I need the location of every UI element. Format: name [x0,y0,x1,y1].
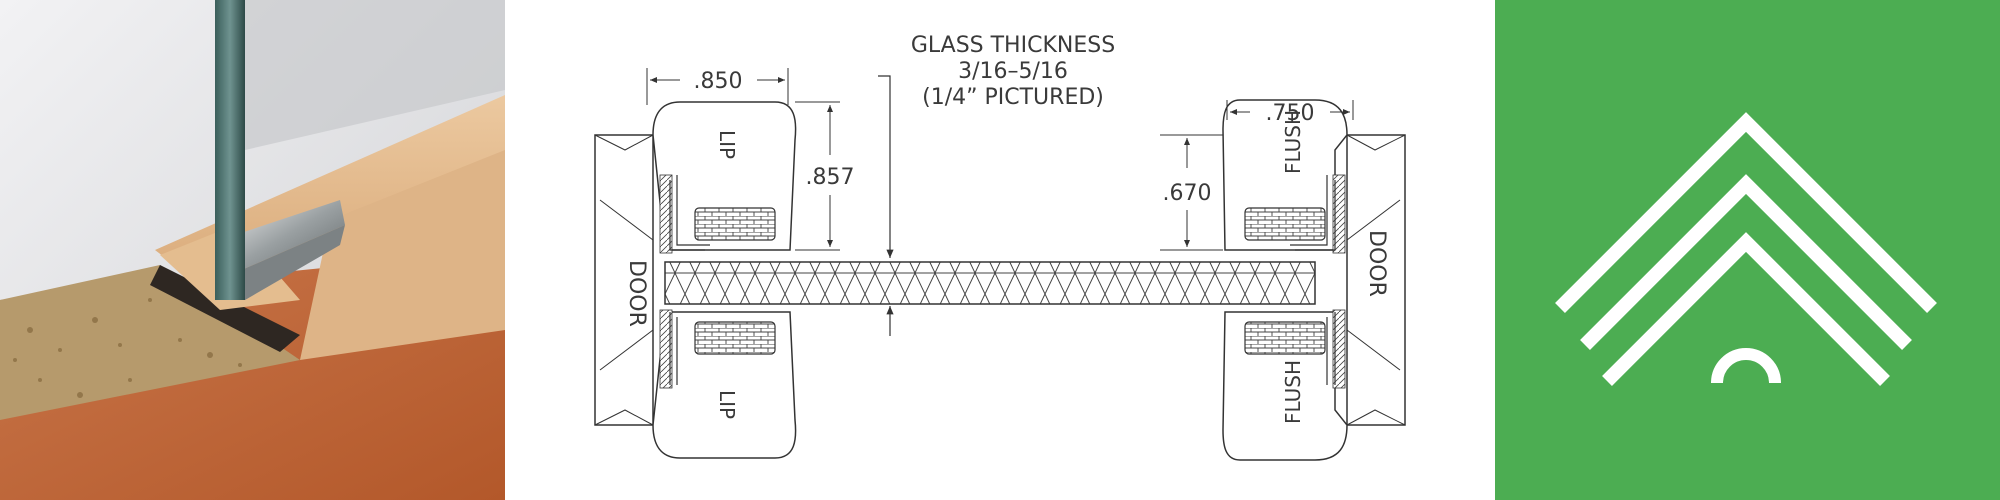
right-top-seal [1244,207,1326,241]
lip-bottom-label: LIP [715,390,739,419]
right-bottom-seal [1244,321,1326,355]
product-photo [0,0,505,500]
glass-thickness-note: (1/4” PICTURED) [922,85,1104,110]
glass-leader-line [878,75,894,258]
glass-thickness-label: GLASS THICKNESS 3/16–5/16 (1/4” PICTURED… [911,33,1115,110]
left-door-label-text: DOOR [624,260,649,327]
stacked-chevron-house-logo-icon [1555,112,1937,386]
lip-top-label: LIP [715,130,739,159]
glass-thickness-range: 3/16–5/16 [958,59,1068,84]
lip-height-dimension: .857 [806,165,855,190]
left-top-seal [694,207,776,241]
glass-pane [664,261,1316,305]
flush-height-dimension: .670 [1163,181,1212,206]
glass-thickness-title: GLASS THICKNESS [911,33,1115,58]
flush-bottom-label: FLUSH [1281,360,1305,424]
right-door-label-text: DOOR [1364,230,1389,297]
brand-panel [1495,0,2000,500]
left-lip-assembly: DOOR LIP LIP .850 .857 [594,68,855,459]
cross-section-drawing: GLASS THICKNESS 3/16–5/16 (1/4” PICTURED… [505,0,1495,500]
left-bottom-seal [694,321,776,355]
right-flush-assembly: DOOR FLUSH FLUSH .750 .670 [1160,99,1406,461]
flush-width-dimension: .750 [1266,101,1315,126]
flush-top-label: FLUSH [1281,110,1305,174]
lip-width-dimension: .850 [694,69,743,94]
